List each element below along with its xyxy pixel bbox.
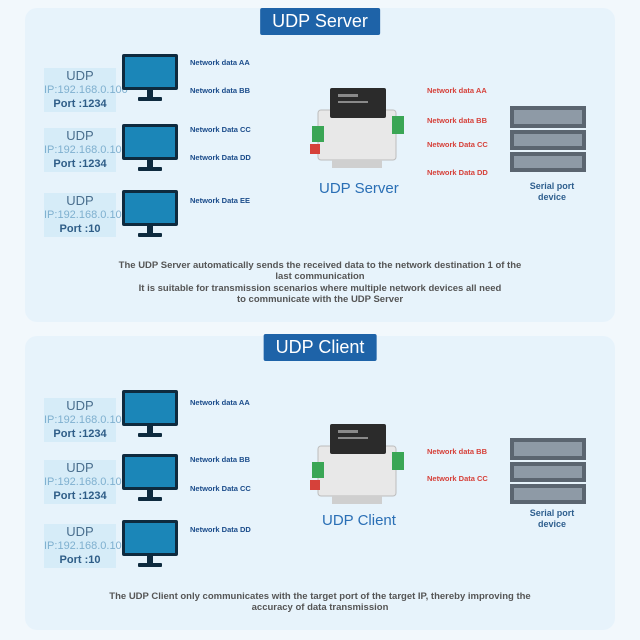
note-line: The UDP Server automatically sends the r… bbox=[118, 260, 522, 271]
client-left-label-4: Network Data DD bbox=[190, 525, 251, 534]
host-ip: IP:192.168.0.101 bbox=[44, 476, 128, 489]
host-kind: UDP bbox=[66, 68, 94, 83]
server-rack-icon bbox=[510, 438, 586, 504]
monitor-icon bbox=[122, 390, 178, 437]
monitor-icon bbox=[122, 54, 178, 101]
serial-server-device-icon bbox=[310, 88, 404, 168]
client-left-label-1: Network data AA bbox=[190, 398, 250, 407]
monitor-icon bbox=[122, 124, 178, 171]
serial-label-line: device bbox=[537, 191, 567, 202]
host-kind: UDP bbox=[66, 460, 94, 475]
client-right-label-2: Network Data CC bbox=[427, 474, 488, 483]
server-left-label-1: Network data AA bbox=[190, 58, 250, 67]
host-port: Port :10 bbox=[59, 223, 101, 235]
server-host-2: UDP IP:192.168.0.101 Port :1234 bbox=[44, 128, 128, 172]
client-device-label: UDP Client bbox=[322, 512, 396, 529]
host-kind: UDP bbox=[66, 398, 94, 413]
server-left-label-4: Network Data DD bbox=[190, 153, 251, 162]
server-serial-label: Serial port device bbox=[507, 181, 597, 203]
server-rack-icon bbox=[510, 106, 586, 172]
host-kind: UDP bbox=[66, 193, 94, 208]
host-port: Port :10 bbox=[59, 554, 101, 566]
note-line: The UDP Client only communicates with th… bbox=[109, 591, 531, 602]
server-host-3: UDP IP:192.168.0.101 Port :10 bbox=[44, 193, 128, 237]
host-ip: IP:192.168.0.101 bbox=[44, 540, 128, 553]
client-left-label-2: Network data BB bbox=[190, 455, 251, 464]
note-line: accuracy of data transmission bbox=[251, 602, 389, 614]
server-device-label: UDP Server bbox=[319, 180, 399, 197]
host-ip: IP:192.168.0.100 bbox=[44, 84, 128, 97]
client-serial-label: Serial port device bbox=[507, 508, 597, 530]
server-right-label-3: Network Data CC bbox=[427, 140, 488, 149]
host-kind: UDP bbox=[66, 128, 94, 143]
note-line: It is suitable for transmission scenario… bbox=[138, 282, 502, 294]
udp-server-title: UDP Server bbox=[260, 8, 380, 35]
host-ip: IP:192.168.0.101 bbox=[44, 209, 128, 222]
note-line: to communicate with the UDP Server bbox=[236, 294, 404, 306]
monitor-icon bbox=[122, 520, 178, 567]
client-right-label-1: Network data BB bbox=[427, 447, 488, 456]
monitor-icon bbox=[122, 190, 178, 237]
host-port: Port :1234 bbox=[53, 490, 107, 502]
serial-label-line: Serial port bbox=[529, 508, 575, 518]
server-host-1: UDP IP:192.168.0.100 Port :1234 bbox=[44, 68, 128, 112]
server-left-label-5: Network Data EE bbox=[190, 196, 251, 205]
client-host-1: UDP IP:192.168.0.100 Port :1234 bbox=[44, 398, 128, 442]
monitor-icon bbox=[122, 454, 178, 501]
serial-label-line: Serial port bbox=[529, 181, 575, 191]
host-port: Port :1234 bbox=[53, 158, 107, 170]
note-line: last communication bbox=[275, 271, 365, 283]
server-right-label-4: Network Data DD bbox=[427, 168, 488, 177]
host-port: Port :1234 bbox=[53, 428, 107, 440]
server-left-label-3: Network Data CC bbox=[190, 125, 251, 134]
server-note: The UDP Server automatically sends the r… bbox=[60, 260, 580, 306]
host-kind: UDP bbox=[66, 524, 94, 539]
client-left-label-3: Network Data CC bbox=[190, 484, 251, 493]
server-left-label-2: Network data BB bbox=[190, 86, 251, 95]
client-note: The UDP Client only communicates with th… bbox=[60, 591, 580, 614]
server-right-label-2: Network data BB bbox=[427, 116, 488, 125]
serial-server-device-icon bbox=[310, 424, 404, 504]
host-ip: IP:192.168.0.101 bbox=[44, 144, 128, 157]
server-right-label-1: Network data AA bbox=[427, 86, 487, 95]
udp-client-title: UDP Client bbox=[263, 334, 377, 361]
serial-label-line: device bbox=[537, 518, 567, 529]
client-host-2: UDP IP:192.168.0.101 Port :1234 bbox=[44, 460, 128, 504]
host-ip: IP:192.168.0.100 bbox=[44, 414, 128, 427]
client-host-3: UDP IP:192.168.0.101 Port :10 bbox=[44, 524, 128, 568]
host-port: Port :1234 bbox=[53, 98, 107, 110]
